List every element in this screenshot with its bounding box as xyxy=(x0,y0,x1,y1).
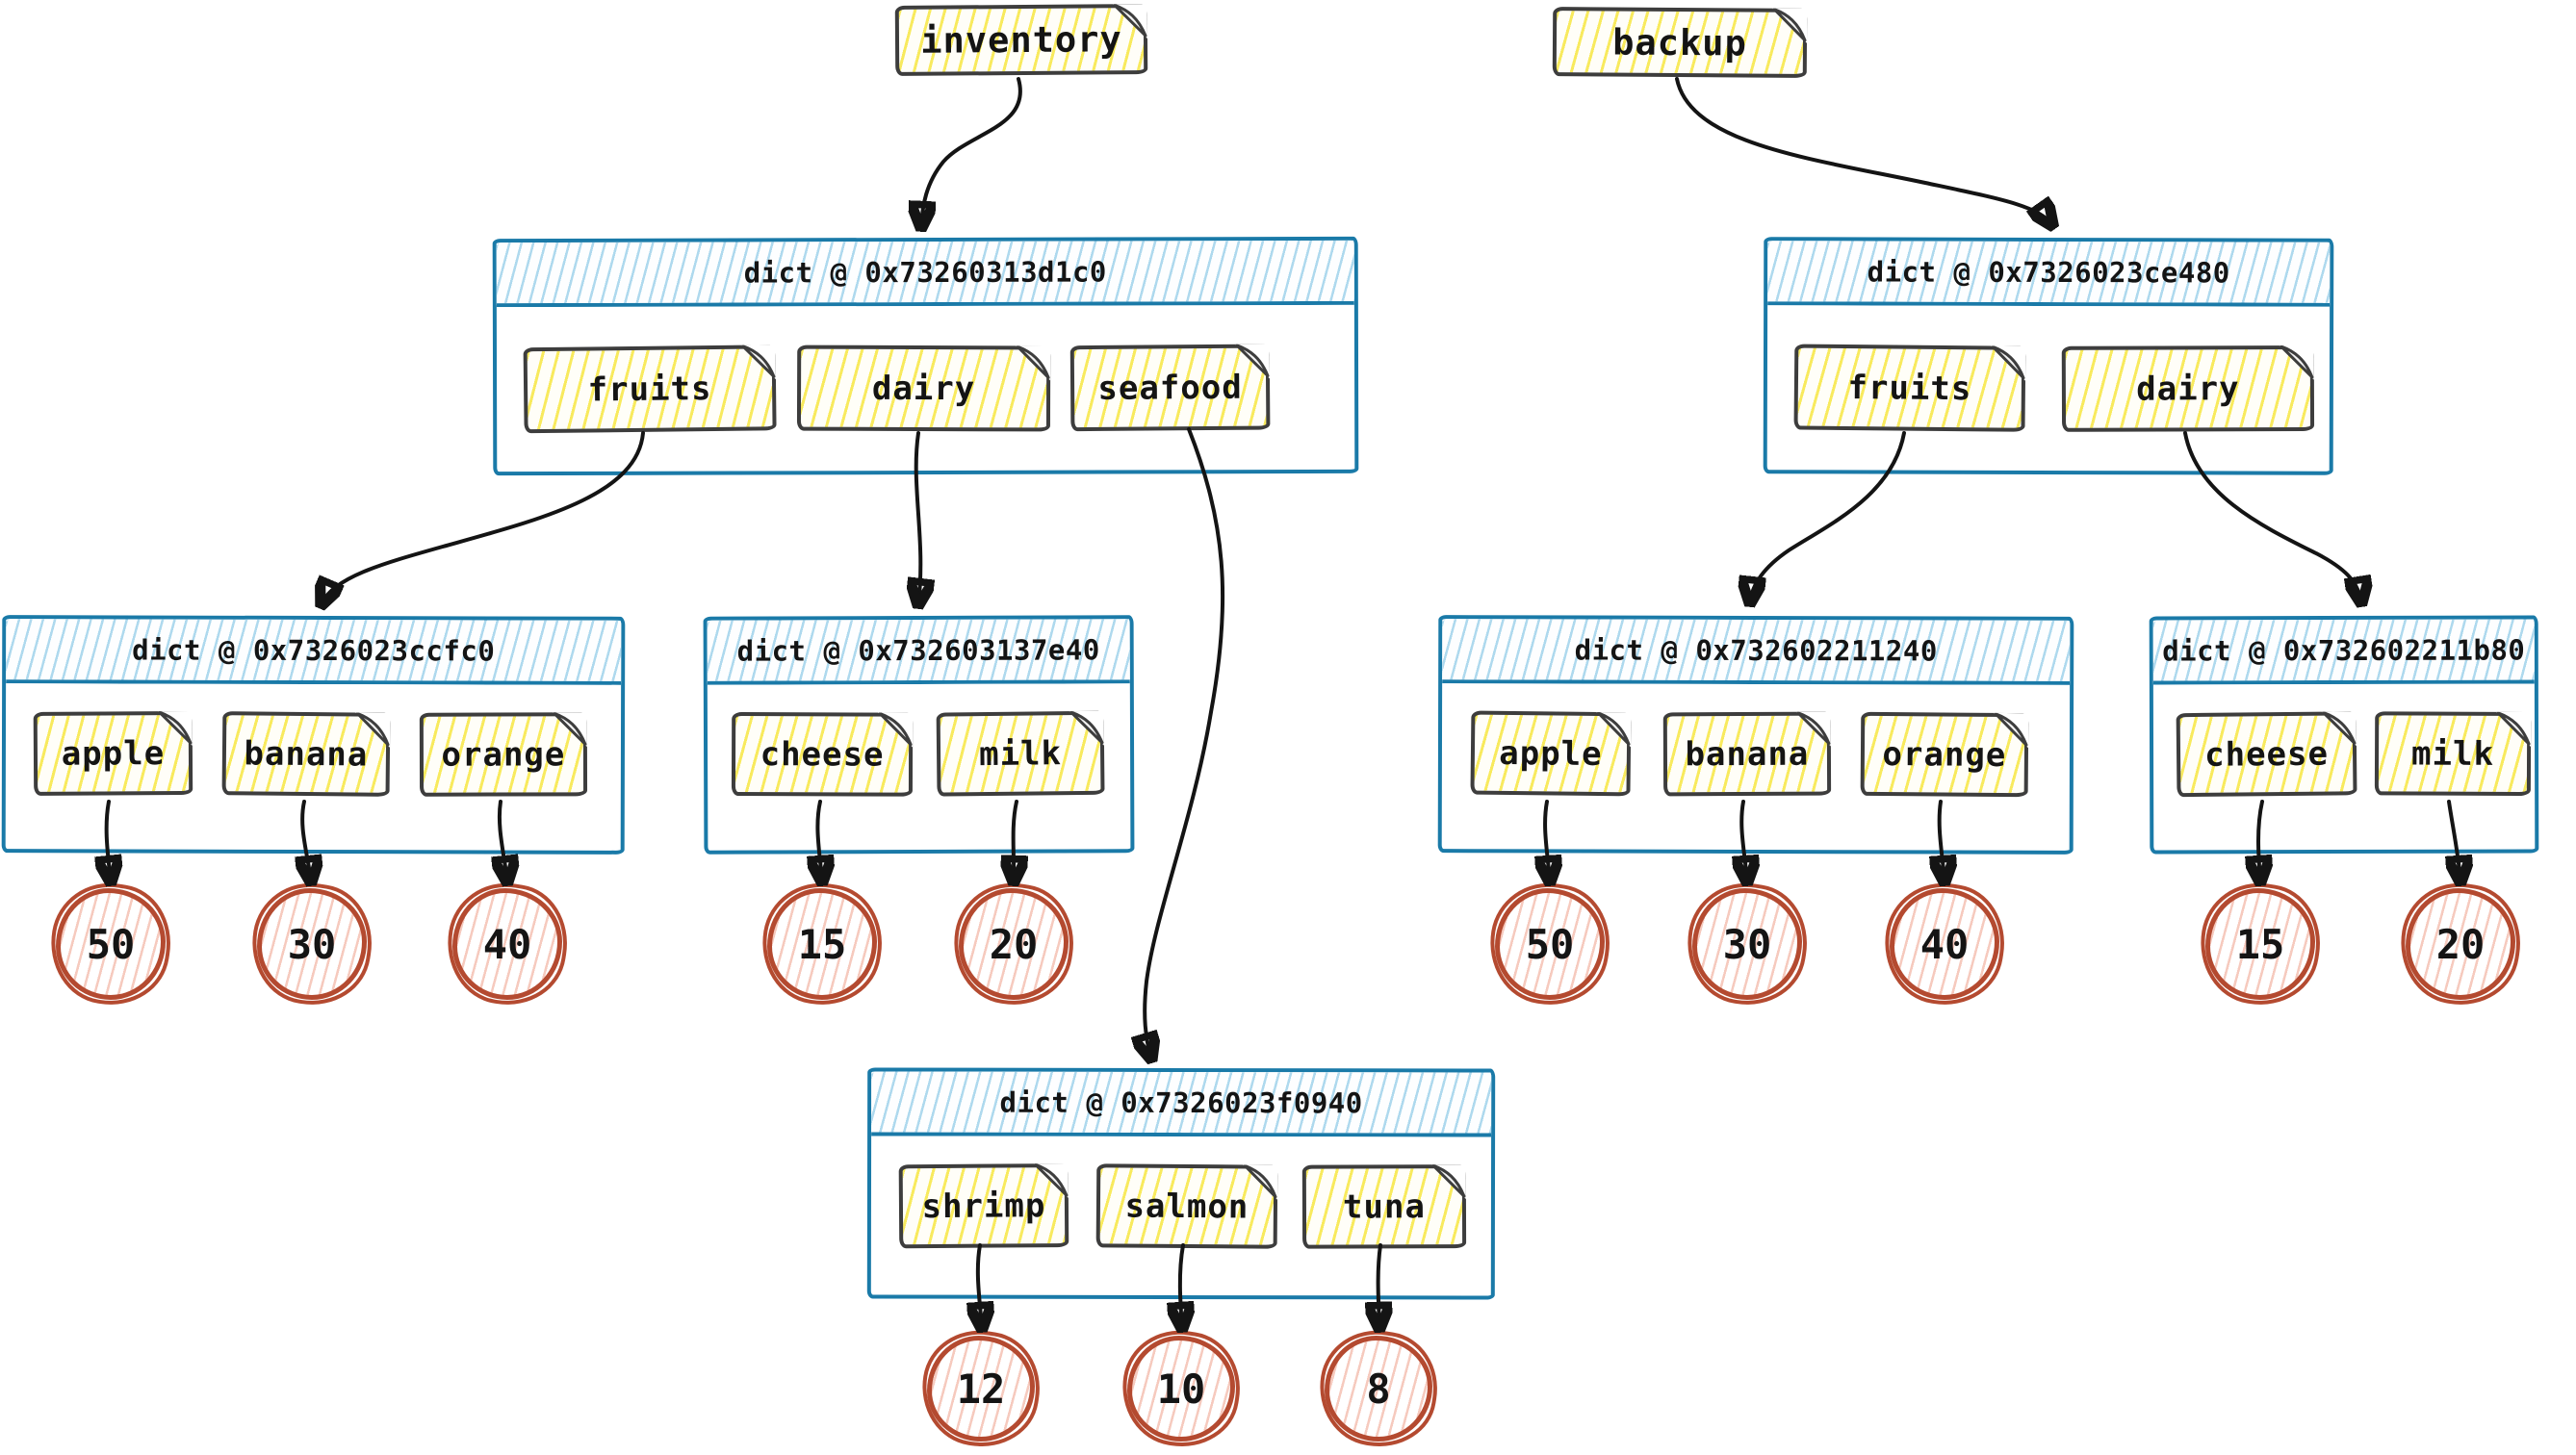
folded-corner-icon xyxy=(1772,8,1808,43)
value-circle-cheese-15: 15 xyxy=(2205,888,2315,1000)
key-note-seafood: seafood xyxy=(1069,344,1271,432)
key-note-banana: banana xyxy=(1662,711,1832,797)
dict-title: dict @ 0x7326023ce480 xyxy=(1767,241,2331,307)
edge-inventory-to-root-dict xyxy=(921,77,1022,227)
value-circle-orange-40: 40 xyxy=(1890,888,1999,1000)
dict-node-backup-fruits: dict @ 0x732602211240 apple banana orang… xyxy=(1437,615,2074,855)
dict-title: dict @ 0x73260313d1c0 xyxy=(496,240,1354,308)
folded-corner-icon xyxy=(1994,712,2029,749)
key-note-orange: orange xyxy=(419,712,588,797)
key-note-dairy: dairy xyxy=(2061,345,2315,432)
dict-node-inventory-root: dict @ 0x73260313d1c0 fruits dairy seafo… xyxy=(492,236,1359,476)
folded-corner-icon xyxy=(2321,711,2357,747)
folded-corner-icon xyxy=(1069,710,1104,746)
folded-corner-icon xyxy=(1033,1163,1069,1199)
edge-seafood-to-seafood-dict xyxy=(1145,427,1225,1059)
key-note-milk: milk xyxy=(936,710,1105,797)
key-note-dairy: dairy xyxy=(796,345,1051,432)
folded-corner-icon xyxy=(1016,345,1051,381)
key-note-apple: apple xyxy=(1470,710,1632,797)
folded-corner-icon xyxy=(2496,711,2532,748)
key-note-salmon: salmon xyxy=(1095,1163,1278,1249)
value-circle-apple-50: 50 xyxy=(56,888,166,1000)
folded-corner-icon xyxy=(552,712,587,748)
dict-node-backup-dairy: dict @ 0x732602211b80 cheese milk xyxy=(2149,615,2539,855)
dict-title: dict @ 0x7326023f0940 xyxy=(871,1071,1492,1137)
variable-note-backup: backup xyxy=(1552,7,1808,78)
dict-node-fruits: dict @ 0x7326023ccfc0 apple banana orang… xyxy=(1,615,626,855)
dict-title: dict @ 0x732602211b80 xyxy=(2152,619,2535,685)
dict-node-seafood: dict @ 0x7326023f0940 shrimp salmon tuna xyxy=(866,1067,1496,1300)
key-note-tuna: tuna xyxy=(1301,1164,1467,1249)
folded-corner-icon xyxy=(1234,344,1271,379)
value-circle-banana-30: 30 xyxy=(1692,888,1802,1000)
variable-note-inventory: inventory xyxy=(894,4,1148,76)
dict-title: dict @ 0x732602211240 xyxy=(1442,619,2071,685)
folded-corner-icon xyxy=(1430,1164,1466,1200)
folded-corner-icon xyxy=(1243,1164,1278,1200)
value-circle-tuna-8: 8 xyxy=(1325,1336,1432,1442)
key-note-fruits: fruits xyxy=(1793,344,2026,432)
folded-corner-icon xyxy=(1596,711,1632,748)
dict-node-dairy: dict @ 0x732603137e40 cheese milk xyxy=(703,615,1135,855)
folded-corner-icon xyxy=(740,345,776,380)
dict-node-backup-root: dict @ 0x7326023ce480 fruits dairy xyxy=(1763,237,2334,475)
key-note-milk: milk xyxy=(2374,711,2532,797)
edge-backup-to-backup-dict xyxy=(1675,77,2052,225)
key-note-apple: apple xyxy=(33,710,193,796)
folded-corner-icon xyxy=(1112,4,1147,39)
key-note-cheese: cheese xyxy=(731,712,914,797)
folded-corner-icon xyxy=(1795,711,1831,747)
variable-label: inventory xyxy=(920,18,1122,62)
value-circle-milk-20: 20 xyxy=(2406,888,2515,1000)
key-note-cheese: cheese xyxy=(2176,711,2357,798)
value-circle-salmon-10: 10 xyxy=(1127,1336,1235,1442)
key-note-orange: orange xyxy=(1860,711,2029,798)
value-circle-banana-30: 30 xyxy=(257,888,367,1000)
key-note-shrimp: shrimp xyxy=(898,1163,1069,1249)
folded-corner-icon xyxy=(1991,345,2026,381)
key-note-fruits: fruits xyxy=(523,345,777,434)
folded-corner-icon xyxy=(2279,345,2314,380)
key-note-banana: banana xyxy=(221,711,391,797)
dict-title: dict @ 0x7326023ccfc0 xyxy=(6,619,622,685)
folded-corner-icon xyxy=(157,710,193,746)
value-circle-shrimp-12: 12 xyxy=(927,1336,1035,1442)
value-circle-orange-40: 40 xyxy=(452,888,562,1000)
folded-corner-icon xyxy=(878,712,914,748)
dict-title: dict @ 0x732603137e40 xyxy=(707,619,1130,685)
value-circle-cheese-15: 15 xyxy=(767,888,877,1000)
value-circle-milk-20: 20 xyxy=(959,888,1069,1000)
variable-label: backup xyxy=(1612,21,1747,64)
value-circle-apple-50: 50 xyxy=(1495,888,1605,1000)
folded-corner-icon xyxy=(355,712,391,748)
